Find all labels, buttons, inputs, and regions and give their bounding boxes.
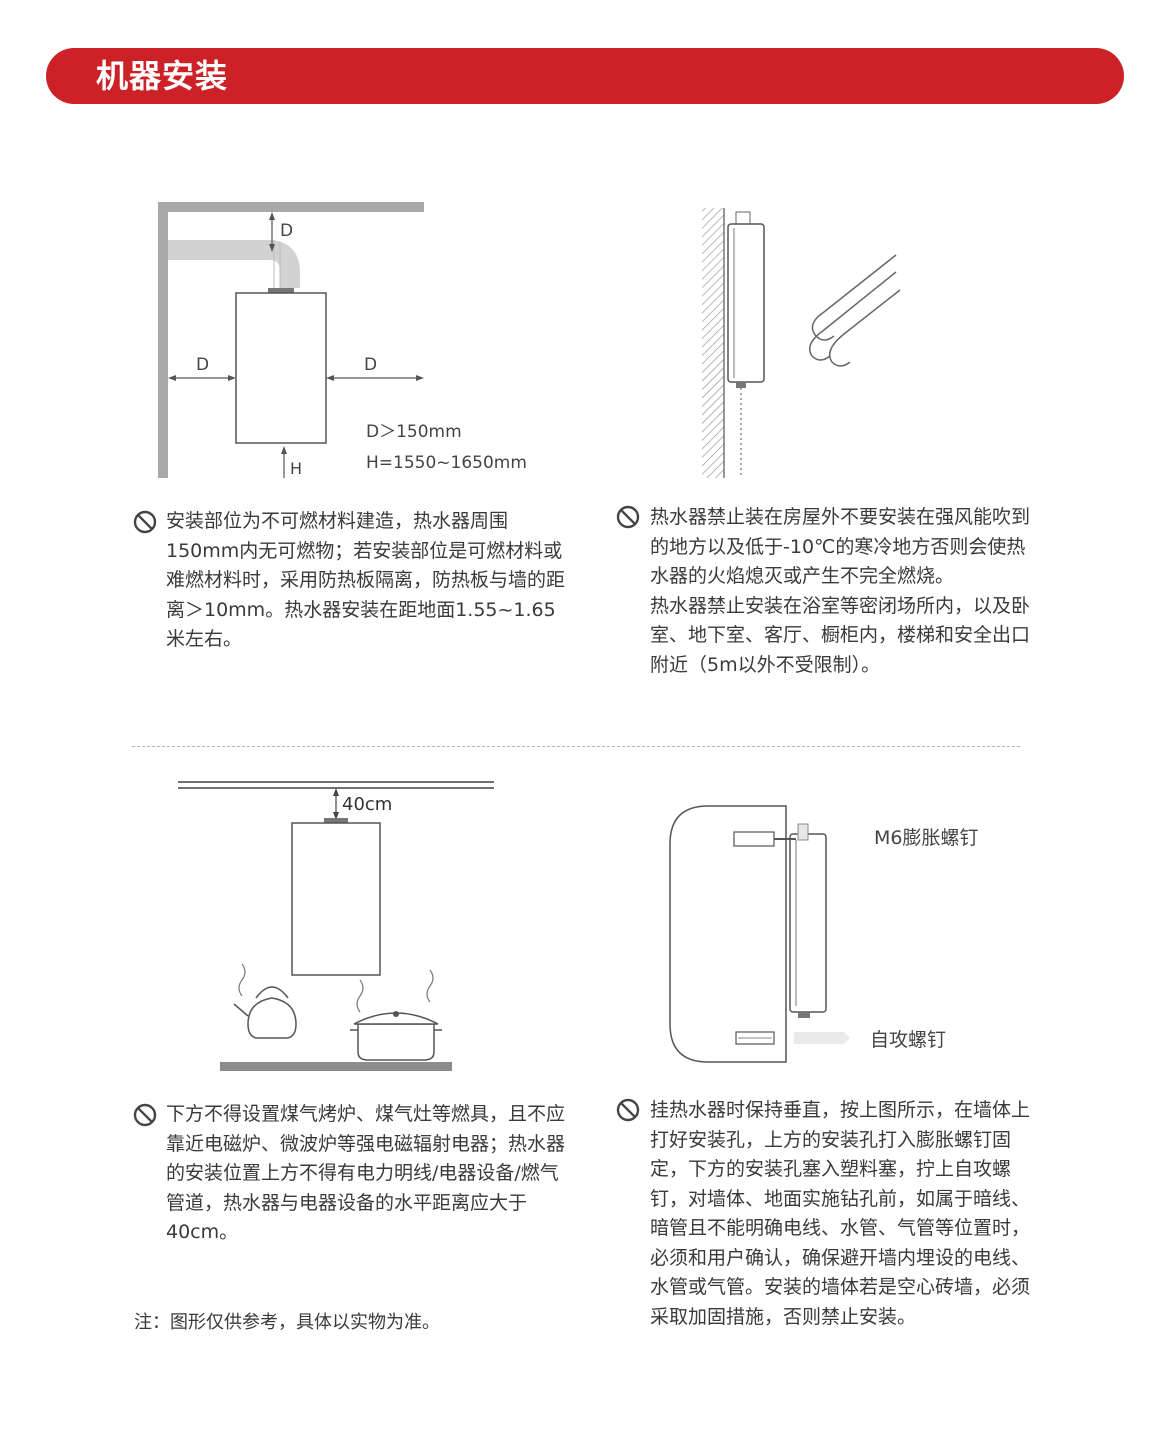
section-divider xyxy=(132,746,1020,747)
note-2: 热水器禁止装在房屋外不要安装在强风能吹到的地方以及低于-10℃的寒冷地方否则会使… xyxy=(650,503,1035,680)
right-d-label: D xyxy=(364,355,377,375)
mounting-diagram: M6膨胀螺钉 自攻螺钉 xyxy=(664,800,1004,1070)
footnote: 注：图形仅供参考，具体以实物为准。 xyxy=(134,1312,440,1333)
section-title: 机器安装 xyxy=(96,57,229,95)
note-2-paragraph-2: 热水器禁止安装在浴室等密闭场所内，以及卧室、地下室、客厅、橱柜内，楼梯和安全出口… xyxy=(650,594,1031,676)
note-1: 安装部位为不可燃材料建造，热水器周围150mm内无可燃物；若安装部位是可燃材料或… xyxy=(166,507,566,655)
self-tapping-screw-label: 自攻螺钉 xyxy=(870,1029,946,1051)
note-3-text: 下方不得设置煤气烤炉、煤气灶等燃具，且不应靠近电磁炉、微波炉等强电磁辐射电器；热… xyxy=(166,1103,566,1243)
prohibited-icon xyxy=(133,1103,157,1127)
stove-diagram: 40cm xyxy=(172,776,502,1076)
top-d-label: D xyxy=(280,221,293,241)
prohibited-icon xyxy=(616,1098,640,1122)
section-header-bar: 机器安装 xyxy=(46,48,1124,104)
clearance-diagram: D D D H D＞150mm H=1550~1650mm xyxy=(150,196,550,488)
note-2-paragraph-1: 热水器禁止装在房屋外不要安装在强风能吹到的地方以及低于-10℃的寒冷地方否则会使… xyxy=(650,506,1031,587)
prohibited-icon xyxy=(616,505,640,529)
spec-d: D＞150mm xyxy=(366,422,462,442)
spec-h: H=1550~1650mm xyxy=(366,453,527,473)
h-label: H xyxy=(290,459,302,478)
prohibited-icon xyxy=(133,510,157,534)
note-1-text: 安装部位为不可燃材料建造，热水器周围150mm内无可燃物；若安装部位是可燃材料或… xyxy=(166,510,566,650)
note-3: 下方不得设置煤气烤炉、煤气灶等燃具，且不应靠近电磁炉、微波炉等强电磁辐射电器；热… xyxy=(166,1100,566,1248)
left-d-label: D xyxy=(196,355,209,375)
expansion-screw-label: M6膨胀螺钉 xyxy=(874,827,978,849)
clearance-label: 40cm xyxy=(342,794,392,815)
wind-diagram xyxy=(696,200,916,485)
note-4: 挂热水器时保持垂直，按上图所示，在墙体上打好安装孔，上方的安装孔打入膨胀螺钉固定… xyxy=(650,1096,1030,1332)
note-4-text: 挂热水器时保持垂直，按上图所示，在墙体上打好安装孔，上方的安装孔打入膨胀螺钉固定… xyxy=(650,1099,1031,1328)
